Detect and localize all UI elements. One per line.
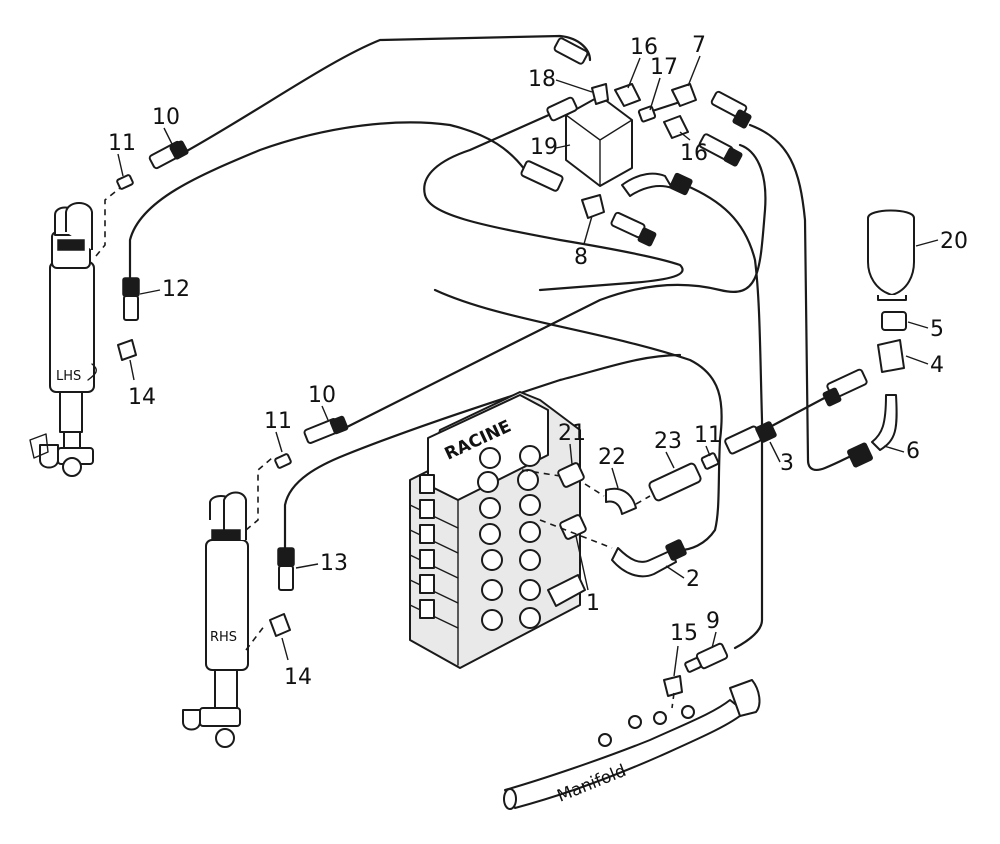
callout-6: 6: [906, 439, 920, 464]
callout-22: 22: [598, 445, 626, 470]
callout-12: 12: [162, 277, 190, 302]
callout-19: 19: [530, 135, 558, 160]
callout-15: 15: [670, 621, 698, 646]
callout-10-lhs: 10: [152, 105, 180, 130]
callout-9: 9: [706, 609, 720, 634]
callout-11-lhs: 11: [108, 131, 136, 156]
callout-14-rhs: 14: [284, 665, 312, 690]
fittings: [116, 37, 915, 709]
lhs-label: LHS: [56, 369, 81, 384]
callout-2: 2: [686, 567, 700, 592]
callout-14-lhs: 14: [128, 385, 156, 410]
valve-ports: [477, 445, 541, 631]
callout-1: 1: [586, 591, 600, 616]
callout-13: 13: [320, 551, 348, 576]
rhs-cylinder: RHS: [182, 457, 273, 748]
callout-21: 21: [558, 421, 586, 446]
callout-18: 18: [528, 67, 556, 92]
callout-10-rhs: 10: [308, 383, 336, 408]
callout-11-right: 11: [694, 423, 722, 448]
racine-valve-block: RACINE: [409, 391, 586, 669]
callout-4: 4: [930, 353, 944, 378]
lhs-cylinder: LHS: [29, 187, 121, 477]
callout-16-top: 16: [630, 35, 658, 60]
callout-7: 7: [692, 33, 706, 58]
callout-3: 3: [780, 451, 794, 476]
valve-spools: [419, 474, 435, 619]
callout-16-lower: 16: [680, 141, 708, 166]
rhs-label: RHS: [210, 630, 237, 645]
callout-11-rhs: 11: [264, 409, 292, 434]
callout-20: 20: [940, 229, 968, 254]
callout-17: 17: [650, 55, 678, 80]
callouts: 10 11 12 14 10 11 13 14 16 18 17 7 16 19…: [108, 33, 968, 690]
manifold: Manifold: [503, 679, 761, 810]
callout-8: 8: [574, 245, 588, 270]
hose-lines: [128, 34, 862, 650]
callout-23: 23: [654, 429, 682, 454]
callout-5: 5: [930, 317, 944, 342]
